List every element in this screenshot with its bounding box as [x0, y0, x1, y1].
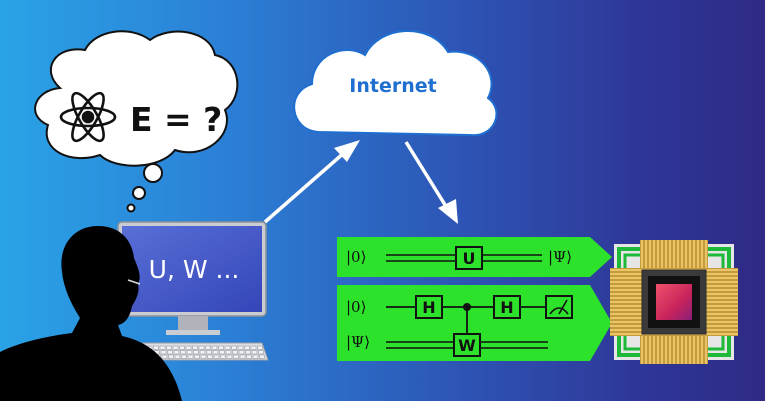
keyboard-key — [185, 345, 192, 350]
keyboard — [125, 342, 269, 361]
quantum-chip-icon — [610, 240, 738, 364]
keyboard-key — [219, 350, 225, 355]
gate-h1 — [415, 295, 443, 319]
gate-h1-label: H — [422, 298, 435, 317]
keyboard-key — [244, 345, 250, 350]
keyboard-key — [153, 345, 159, 350]
keyboard-key — [194, 354, 200, 359]
circuit-bottom: |0⟩ |Ψ⟩ H H W — [337, 285, 612, 361]
keyboard-key — [193, 350, 199, 355]
keyboard-key — [251, 350, 258, 355]
keyboard-key — [186, 350, 193, 355]
gate-h2-label: H — [500, 298, 513, 317]
keyboard-key — [237, 345, 244, 350]
keyboard-key — [161, 354, 168, 359]
keyboard-key — [231, 345, 237, 350]
internet-cloud: Internet — [293, 29, 498, 137]
keyboard-key — [179, 345, 185, 350]
keyboard-key — [200, 354, 207, 359]
keyboard-key — [187, 354, 194, 359]
person-silhouette — [0, 226, 182, 401]
keyboard-key — [258, 350, 264, 355]
keyboard-key — [167, 350, 173, 355]
keyboard-key — [257, 345, 263, 350]
keyboard-key — [180, 350, 186, 355]
atom-icon — [59, 91, 117, 143]
keyboard-key — [259, 354, 265, 359]
keyboard-key — [239, 354, 246, 359]
keyboard-key — [174, 354, 181, 359]
internet-label: Internet — [349, 75, 436, 97]
keyboard-key — [252, 354, 259, 359]
keyboard-key — [159, 345, 166, 350]
gate-w-label: W — [458, 336, 476, 355]
circuit-top: |0⟩ U |Ψ⟩ — [337, 237, 612, 277]
keyboard-key — [207, 354, 213, 359]
keyboard-key — [181, 354, 187, 359]
keyboard-key — [232, 350, 238, 355]
keyboard-key — [246, 354, 252, 359]
top-output-ket: |Ψ⟩ — [548, 248, 572, 266]
top-input-ket: |0⟩ — [346, 248, 366, 266]
keyboard-key — [233, 354, 239, 359]
arrow-computer-to-cloud — [263, 140, 360, 224]
keyboard-key — [218, 345, 224, 350]
computer: U, W ... — [117, 221, 269, 361]
gate-u — [455, 246, 483, 270]
bottom-q1-ket: |0⟩ — [346, 298, 366, 316]
keyboard-key — [225, 350, 232, 355]
keyboard-key — [172, 345, 179, 350]
keyboard-key — [250, 345, 257, 350]
energy-equation: E = ? — [130, 100, 222, 139]
screen-text: U, W ... — [149, 255, 240, 284]
keyboard-key — [211, 345, 218, 350]
arrow-cloud-to-circuit — [404, 141, 458, 224]
keyboard-key — [198, 345, 205, 350]
keyboard-key — [192, 345, 198, 350]
keyboard-key — [213, 354, 220, 359]
keyboard-key — [238, 350, 245, 355]
keyboard-key — [245, 350, 251, 355]
keyboard-key — [166, 345, 172, 350]
glasses-icon — [127, 279, 141, 285]
gate-h2 — [493, 295, 521, 319]
keyboard-key — [160, 350, 167, 355]
keyboard-key — [226, 354, 233, 359]
keyboard-key — [212, 350, 219, 355]
thought-bubble: E = ? — [34, 30, 239, 213]
keyboard-key — [173, 350, 180, 355]
meter-icon — [545, 295, 573, 319]
keyboard-key — [199, 350, 206, 355]
keyboard-key — [168, 354, 174, 359]
keyboard-key — [206, 350, 212, 355]
gate-u-label: U — [463, 249, 476, 268]
monitor-stand — [178, 316, 208, 332]
gate-w — [453, 333, 481, 357]
keyboard-key — [224, 345, 231, 350]
keyboard-key — [205, 345, 211, 350]
monitor-screen — [122, 226, 262, 312]
bottom-q2-ket: |Ψ⟩ — [346, 333, 370, 351]
keyboard-key — [220, 354, 226, 359]
